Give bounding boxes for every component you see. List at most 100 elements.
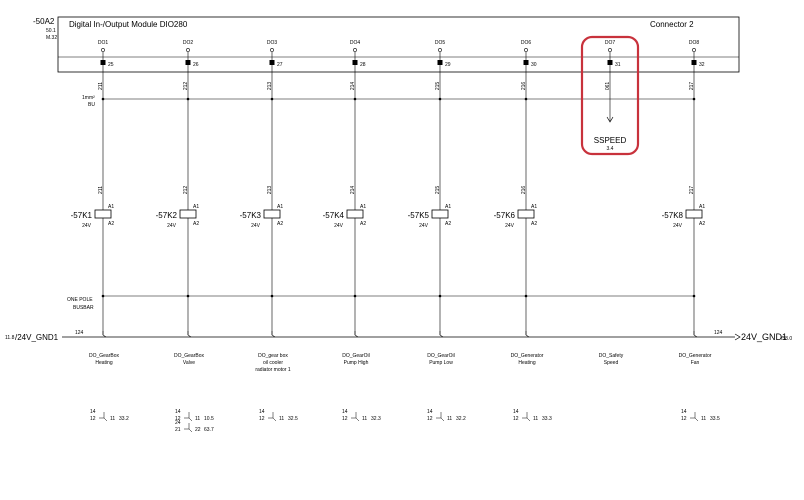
terminal-marker <box>352 60 358 65</box>
top-busbar-dot <box>524 97 528 101</box>
contact-no: 14 <box>681 409 687 415</box>
wire-number-top: 216 <box>521 82 527 91</box>
ground-link <box>693 331 698 338</box>
contact-nc: 11 <box>701 416 706 422</box>
function-label: DO_GearBox <box>89 353 120 359</box>
function-label: DO_GearOil <box>342 353 370 359</box>
contact-com: 12 <box>90 416 96 422</box>
contact-no: 14 <box>259 409 265 415</box>
function-label: DO_Generator <box>511 353 544 359</box>
bottom-busbar-dot <box>353 294 357 298</box>
coil-a1: A1 <box>277 204 283 210</box>
top-busbar-dot <box>353 97 357 101</box>
coil-a2: A2 <box>360 221 366 227</box>
relay-voltage: 24V <box>167 223 177 229</box>
ground-link <box>439 331 444 338</box>
relay-tag: -57K4 <box>323 211 345 220</box>
module-ref-sub1: 50.1 <box>46 28 56 34</box>
do-label: DO3 <box>267 40 278 46</box>
module-title: Digital In-/Output Module DIO280 <box>69 20 188 29</box>
relay-coil <box>94 209 112 219</box>
module-ref: -50A2 <box>33 17 55 26</box>
relay-tag: -57K6 <box>494 211 516 220</box>
relay-tag: -57K5 <box>408 211 430 220</box>
contact-ref: 63.7 <box>204 427 214 433</box>
contact-com: 12 <box>342 416 348 422</box>
contact-com: 12 <box>259 416 265 422</box>
contact-no: 14 <box>175 409 181 415</box>
function-label: DO_Generator <box>679 353 712 359</box>
coil-a2: A2 <box>193 221 199 227</box>
channel-do6: DO630216216-57K624VA1A2DO_GeneratorHeati… <box>494 40 552 422</box>
do-connection-dot <box>270 48 274 52</box>
do-label: DO7 <box>605 40 616 46</box>
coil-a1: A1 <box>699 204 705 210</box>
terminal-number: 25 <box>108 62 114 68</box>
contact-nc: 11 <box>362 416 367 422</box>
wire-number-coil: 213 <box>267 186 273 195</box>
highlight-box <box>580 35 640 156</box>
wire-number-coil: 214 <box>350 186 356 195</box>
relay-voltage: 24V <box>82 223 92 229</box>
bottom-busbar-dot <box>524 294 528 298</box>
function-label: Pump High <box>344 360 369 366</box>
gnd-right-arrow <box>734 333 741 341</box>
relay-coil <box>517 209 535 219</box>
relay-tag: -57K1 <box>71 211 93 220</box>
terminal-marker <box>185 60 191 65</box>
contact-nc: 11 <box>195 416 200 422</box>
wire-number-top: 217 <box>689 82 695 91</box>
coil-a1: A1 <box>445 204 451 210</box>
wire-number-top: 213 <box>267 82 273 91</box>
contact-no: 24 <box>175 420 181 426</box>
ground-rail: 11.8 /24V_GND1 124 124 24V_GND1 /58.0 <box>5 330 792 342</box>
ground-link <box>354 331 359 338</box>
contact-nc: 11 <box>279 416 284 422</box>
terminal-number: 29 <box>445 62 451 68</box>
wire-number-coil: 215 <box>435 186 441 195</box>
relay-voltage: 24V <box>419 223 429 229</box>
function-label: Speed <box>604 360 619 366</box>
signal-ref: 3.4 <box>607 146 614 152</box>
channel-do2: DO226212212-57K224VA1A2DO_GearBoxValve14… <box>156 40 214 433</box>
coil-a1: A1 <box>360 204 366 210</box>
top-busbar-dot <box>692 97 696 101</box>
channel-do1: DO125211211-57K124VA1A2DO_GearBoxHeating… <box>71 40 129 422</box>
top-busbar-dot <box>438 97 442 101</box>
channel-columns: DO125211211-57K124VA1A2DO_GearBoxHeating… <box>71 35 720 433</box>
module-connector: Connector 2 <box>650 20 694 29</box>
contact-blade <box>188 417 193 422</box>
wire-number-coil: 217 <box>689 186 695 195</box>
ground-link <box>102 331 107 338</box>
ground-link <box>271 331 276 338</box>
channel-do8: DO832217217-57K824VA1A2DO_GeneratorFan14… <box>662 40 720 422</box>
function-label: DO_GearOil <box>427 353 455 359</box>
module-ref-sub2: M.32 <box>46 35 57 41</box>
function-label: Valve <box>183 360 195 366</box>
coil-a2: A2 <box>699 221 705 227</box>
ground-link <box>187 331 192 338</box>
ground-link <box>525 331 530 338</box>
gnd-right-wire: 124 <box>714 330 723 336</box>
bottom-busbar-dot <box>101 294 105 298</box>
relay-voltage: 24V <box>251 223 261 229</box>
contact-com: 12 <box>513 416 519 422</box>
relay-coil <box>431 209 449 219</box>
contact-blade <box>694 417 699 422</box>
gnd-right-label: 24V_GND1 <box>741 332 787 342</box>
terminal-marker <box>523 60 529 65</box>
do-connection-dot <box>524 48 528 52</box>
bottom-busbar: ONE POLE BUSBAR <box>67 295 694 311</box>
relay-coil <box>179 209 197 219</box>
coil-a2: A2 <box>531 221 537 227</box>
contact-nc: 22 <box>195 427 201 433</box>
contact-no: 14 <box>427 409 433 415</box>
relay-coil <box>263 209 281 219</box>
terminal-marker <box>269 60 275 65</box>
do-connection-dot <box>692 48 696 52</box>
contact-com: 12 <box>175 416 181 422</box>
